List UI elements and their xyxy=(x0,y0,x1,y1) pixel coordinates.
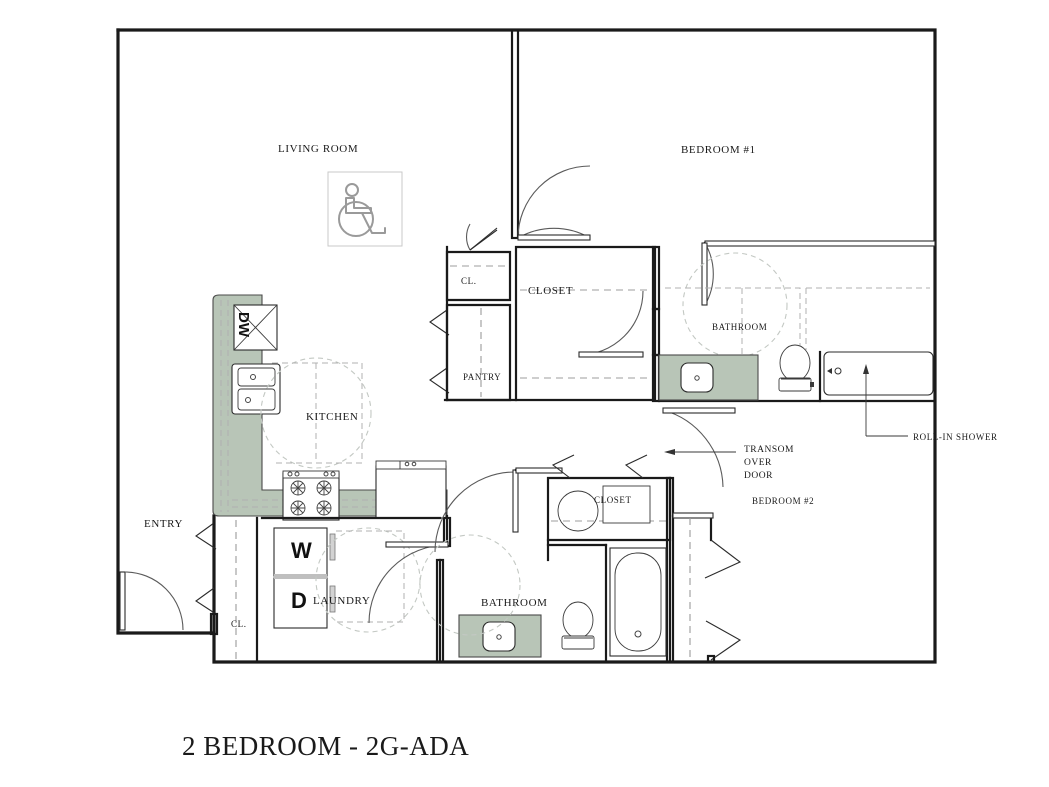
bathtub-bath2 xyxy=(609,547,667,657)
room-label-laundry: LAUNDRY xyxy=(313,595,371,607)
toilet-bath2 xyxy=(561,601,595,650)
room-label-closet-main: CLOSET xyxy=(528,285,574,297)
room-label-bedroom-1: BEDROOM #1 xyxy=(681,144,756,156)
room-label-bathroom-2: BATHROOM xyxy=(481,597,548,609)
room-label-closet-bedroom2: CLOSET xyxy=(594,495,632,505)
room-label-entry: ENTRY xyxy=(144,518,184,530)
bathroom-2-and-closet xyxy=(419,454,675,664)
wheelchair-accessible-icon xyxy=(327,171,403,247)
page-title: 2 BEDROOM - 2G-ADA xyxy=(182,731,470,761)
refrigerator xyxy=(375,460,447,519)
entry-laundry xyxy=(116,514,452,664)
closet-pantry-block xyxy=(429,223,661,403)
bedroom-2-doors xyxy=(671,512,742,664)
toilet-bath1 xyxy=(778,344,814,392)
appliance-label-washer: W xyxy=(291,538,312,563)
room-label-pantry: PANTRY xyxy=(463,372,502,382)
partition-wall-living-bedroom1 xyxy=(510,28,591,241)
roll-in-shower xyxy=(818,350,934,403)
annotation-roll-in-shower: ROLL-IN SHOWER xyxy=(913,432,998,442)
appliance-label-dishwasher: DW xyxy=(235,312,252,337)
room-label-kitchen: KITCHEN xyxy=(306,411,359,423)
room-label-living-room: LIVING ROOM xyxy=(278,143,359,155)
room-label-cl-small: CL. xyxy=(461,276,477,286)
room-label-cl-entry: CL. xyxy=(231,619,247,629)
transom-leader xyxy=(662,407,736,488)
kitchen xyxy=(212,294,448,521)
room-label-bedroom-2: BEDROOM #2 xyxy=(752,496,815,506)
room-label-bathroom-1: BATHROOM xyxy=(712,322,768,332)
annotation-transom-over-door: TRANSOM OVER DOOR xyxy=(744,445,794,481)
bathroom-1 xyxy=(651,240,937,437)
range-cooktop xyxy=(282,470,340,521)
appliance-label-dryer: D xyxy=(291,588,307,613)
